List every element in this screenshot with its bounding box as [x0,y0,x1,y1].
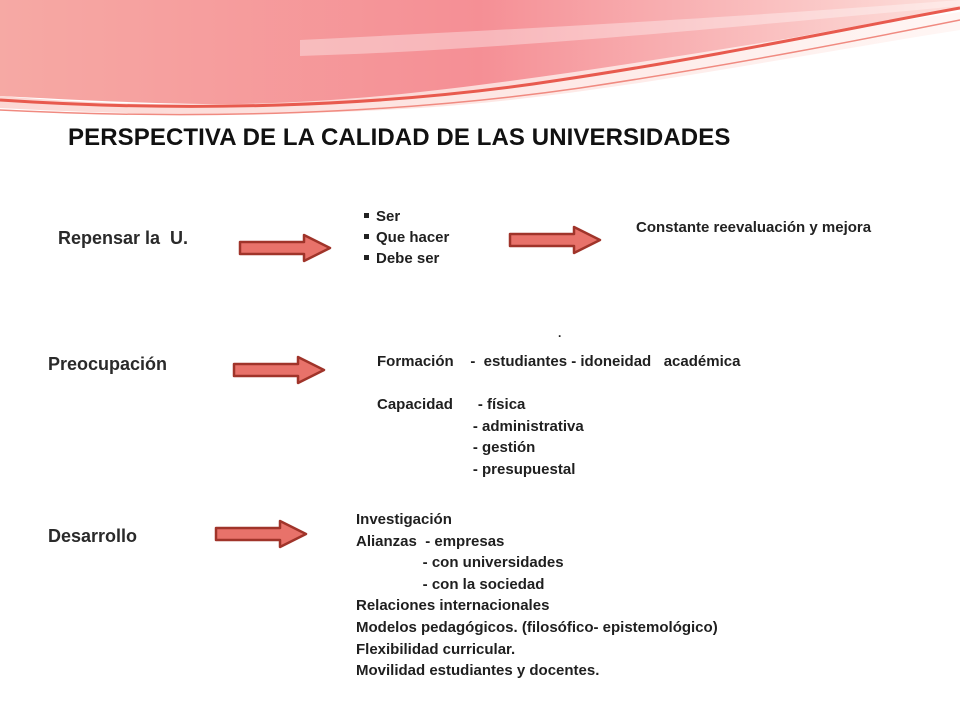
stray-dot: . [558,326,562,340]
arrow-right-icon [214,519,308,549]
detail-line: Formación - estudiantes - idoneidad acad… [377,353,741,370]
detail-line: Alianzas - empresas [356,532,505,550]
list-item: Que hacer [364,227,449,248]
detail-line: Capacidad - física [377,396,526,414]
decorative-wave-banner [0,0,960,116]
repensar-bullet-list: Ser Que hacer Debe ser [364,206,449,269]
list-item: Debe ser [364,248,449,269]
desarrollo-details: Investigación Alianzas - empresas - con … [356,509,718,682]
desarrollo-label: Desarrollo [48,526,138,546]
repensar-result: Constante reevaluación y mejora [636,219,872,236]
detail-line [377,373,740,395]
detail-line: Investigación [356,511,452,528]
detail-line: - con la sociedad [356,575,545,593]
detail-line: Relaciones internacionales [356,597,550,615]
page-title: PERSPECTIVA DE LA CALIDAD DE LAS UNIVERS… [68,124,731,151]
detail-line: - con universidades [356,554,564,572]
repensar-label: Repensar la U. [58,228,189,248]
detail-line: Modelos pedagógicos. (filosófico- episte… [356,618,718,636]
arrow-right-icon [232,355,326,385]
detail-line: Flexibilidad curricular. [356,640,516,658]
preocupacion-details: Formación - estudiantes - idoneidad acad… [377,351,740,481]
arrow-right-icon [238,233,332,263]
detail-line: Movilidad estudiantes y docentes. [356,662,600,680]
arrow-right-icon [508,225,602,255]
preocupacion-label: Preocupación [48,354,168,374]
detail-line: - gestión [377,439,536,457]
detail-line: - presupuestal [377,460,576,478]
detail-line: - administrativa [377,417,584,435]
list-item: Ser [364,206,449,227]
